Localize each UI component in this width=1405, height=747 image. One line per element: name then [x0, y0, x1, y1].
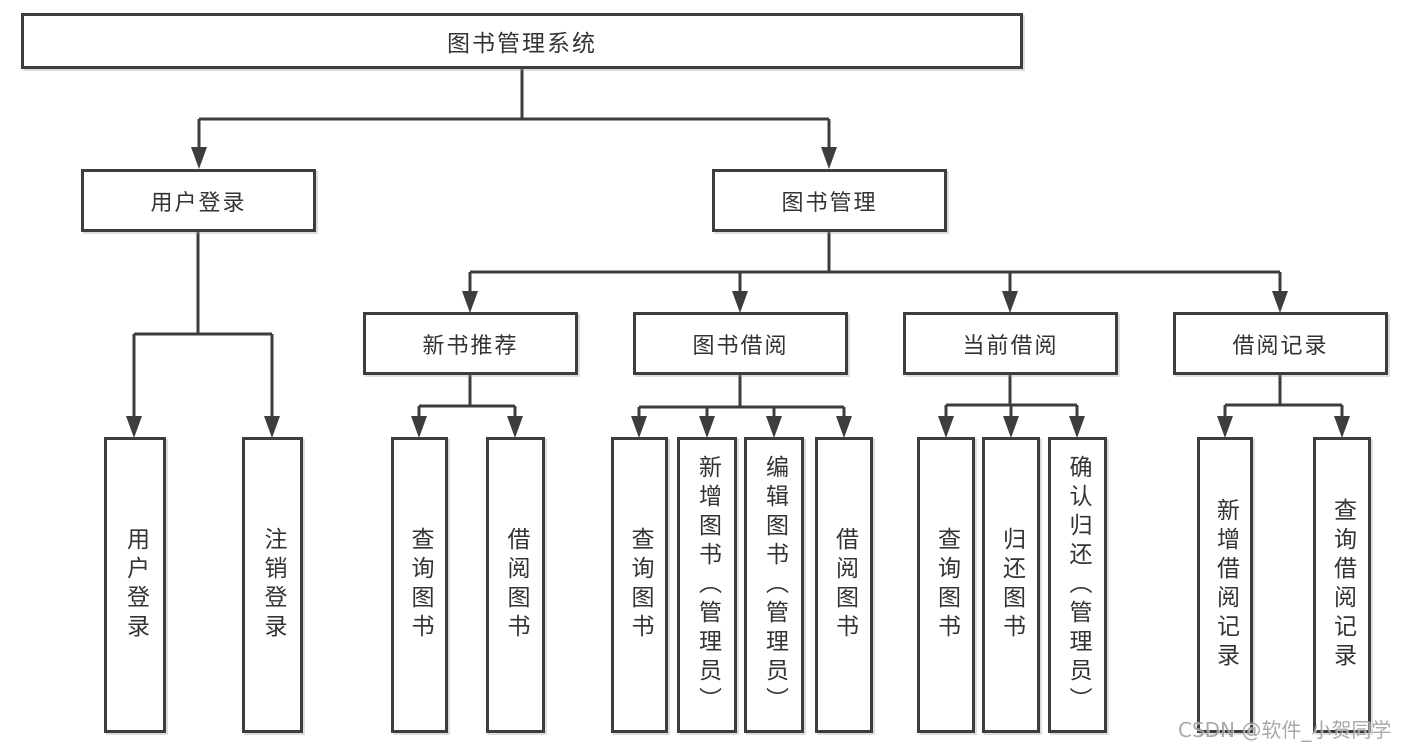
node-root: 图书管理系统 [21, 13, 1023, 69]
edge-bookborrow-leaves [637, 375, 846, 419]
node-root-label: 图书管理系统 [447, 31, 597, 57]
node-new-book-rec: 新书推荐 [363, 312, 578, 375]
node-query-books-1-label: 查询图书 [407, 527, 433, 643]
edge-bookmgmt-level3 [468, 232, 1282, 293]
arrow-icon [411, 416, 427, 438]
arrow-icon [631, 416, 647, 438]
node-add-books-admin-label: 新增图书（管理员） [694, 454, 721, 716]
node-user-login-label: 用户登录 [150, 190, 247, 216]
node-borrow-records: 借阅记录 [1173, 312, 1388, 375]
node-borrow-books-1-label: 借阅图书 [503, 527, 529, 643]
node-borrow-records-label: 借阅记录 [1232, 333, 1329, 359]
edge-root-level2 [197, 67, 831, 151]
tree-edges [132, 67, 1344, 419]
node-query-books-2-label: 查询图书 [627, 527, 653, 643]
arrow-icon [1069, 416, 1085, 438]
arrow-icon [507, 416, 523, 438]
arrow-icon [126, 416, 142, 438]
node-current-borrow: 当前借阅 [903, 312, 1118, 375]
node-borrow-books-2: 借阅图书 [815, 437, 873, 733]
arrow-icon [1003, 416, 1019, 438]
node-borrow-books-1: 借阅图书 [486, 437, 545, 733]
node-add-borrow-record-label: 新增借阅记录 [1212, 498, 1239, 672]
arrow-icon [1002, 291, 1018, 313]
node-borrow-books-2-label: 借阅图书 [831, 527, 858, 643]
edge-newbookrec-leaves [417, 375, 517, 419]
node-logout-leaf: 注销登录 [242, 437, 303, 733]
arrow-icon [766, 416, 782, 438]
node-user-login: 用户登录 [81, 169, 316, 232]
arrow-icon [699, 416, 715, 438]
node-user-login-leaf: 用户登录 [104, 437, 166, 733]
node-return-books-label: 归还图书 [998, 527, 1025, 643]
node-book-borrow: 图书借阅 [633, 312, 848, 375]
arrow-icon [732, 291, 748, 313]
node-edit-books-admin-label: 编辑图书（管理员） [761, 454, 788, 716]
node-confirm-return-admin-label: 确认归还（管理员） [1065, 454, 1091, 716]
node-current-borrow-label: 当前借阅 [962, 333, 1059, 359]
node-user-login-leaf-label: 用户登录 [122, 527, 149, 643]
node-confirm-return-admin: 确认归还（管理员） [1048, 437, 1107, 733]
arrow-icon [191, 147, 207, 169]
arrow-icon [1334, 416, 1350, 438]
node-query-books-2: 查询图书 [611, 437, 668, 733]
node-return-books: 归还图书 [982, 437, 1040, 733]
arrow-icon [1217, 416, 1233, 438]
node-book-borrow-label: 图书借阅 [692, 333, 789, 359]
node-add-books-admin: 新增图书（管理员） [677, 437, 737, 733]
node-book-mgmt: 图书管理 [712, 169, 947, 232]
edge-currentborrow-leaves [944, 375, 1079, 419]
arrow-icon [264, 416, 280, 438]
node-add-borrow-record: 新增借阅记录 [1197, 437, 1253, 733]
arrow-icon [462, 291, 478, 313]
edge-borrowrecords-leaves [1223, 375, 1344, 419]
edge-userlogin-leaves [132, 232, 274, 419]
node-new-book-rec-label: 新书推荐 [422, 333, 519, 359]
node-query-books-1: 查询图书 [391, 437, 448, 733]
arrow-icon [821, 147, 837, 169]
arrow-icon [836, 416, 852, 438]
node-book-mgmt-label: 图书管理 [781, 190, 878, 216]
node-query-books-3: 查询图书 [917, 437, 975, 733]
watermark: CSDN @软件_小贺同学 [1178, 718, 1392, 742]
arrow-icon [938, 416, 954, 438]
arrowheads [126, 147, 1350, 438]
node-query-borrow-record: 查询借阅记录 [1313, 437, 1371, 733]
arrow-icon [1272, 291, 1288, 313]
node-logout-leaf-label: 注销登录 [260, 527, 286, 643]
node-query-books-3-label: 查询图书 [933, 527, 960, 643]
node-edit-books-admin: 编辑图书（管理员） [744, 437, 804, 733]
node-query-borrow-record-label: 查询借阅记录 [1329, 498, 1356, 672]
